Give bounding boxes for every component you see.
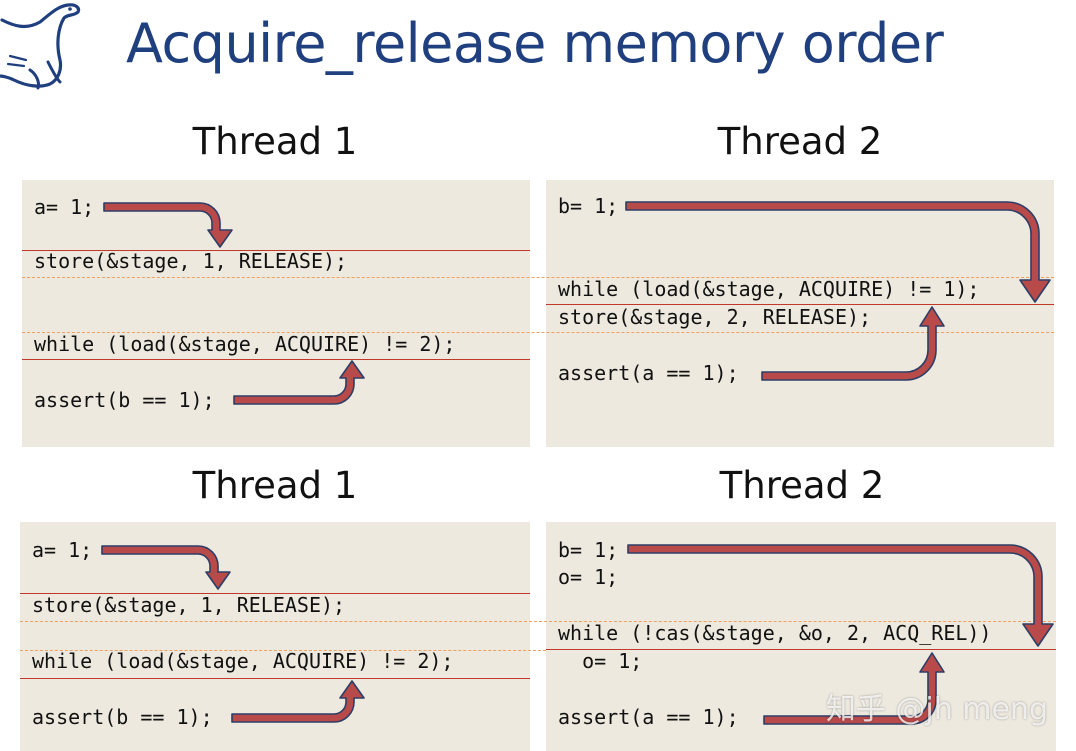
code-line: while (load(&stage, ACQUIRE) != 2); <box>32 649 454 673</box>
slide-title: Acquire_release memory order <box>126 12 944 75</box>
code-line: while (load(&stage, ACQUIRE) != 2); <box>34 332 456 356</box>
code-line: a= 1; <box>32 538 93 562</box>
code-line: assert(b == 1); <box>34 388 215 412</box>
code-line: store(&stage, 1, RELEASE); <box>32 593 346 617</box>
dashed-sync-line <box>22 332 1054 333</box>
code-line: b= 1; <box>558 538 619 562</box>
sync-line <box>22 250 530 251</box>
code-line: o= 1; <box>558 649 643 673</box>
code-line: while (!cas(&stage, &o, 2, ACQ_REL)) <box>558 621 992 645</box>
code-line: o= 1; <box>558 565 619 589</box>
thread1-heading: Thread 1 <box>192 120 358 163</box>
thread1-heading: Thread 1 <box>192 464 358 507</box>
code-line: assert(b == 1); <box>32 705 213 729</box>
code-line: assert(a == 1); <box>558 361 739 385</box>
code-line: assert(a == 1); <box>558 705 739 729</box>
code-line: while (load(&stage, ACQUIRE) != 1); <box>558 277 980 301</box>
thread2-heading: Thread 2 <box>719 464 885 507</box>
code-line: a= 1; <box>34 195 95 219</box>
watermark: 知乎 @jh meng <box>825 692 1048 727</box>
dashed-sync-line <box>22 277 1054 278</box>
code-line: store(&stage, 2, RELEASE); <box>558 305 872 329</box>
dashed-sync-line <box>20 650 546 651</box>
sync-line <box>20 593 530 594</box>
sync-line <box>546 304 1054 305</box>
sync-line <box>20 678 530 679</box>
code-line: store(&stage, 1, RELEASE); <box>34 249 348 273</box>
sync-line <box>22 359 530 360</box>
dashed-sync-line <box>20 621 1056 622</box>
seal-logo-icon <box>0 3 81 90</box>
sync-line <box>546 649 1056 650</box>
code-line: b= 1; <box>558 194 619 218</box>
thread2-heading: Thread 2 <box>717 120 883 163</box>
